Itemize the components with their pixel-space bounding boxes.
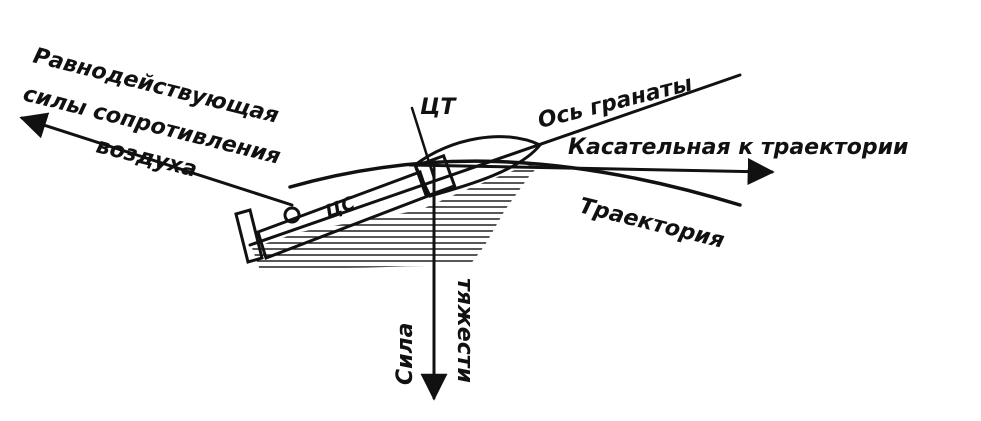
cg-vertical-line [410, 106, 436, 180]
grenade-axis-label: Ось гранаты [535, 71, 695, 134]
trajectory-label: Траектория [577, 194, 727, 254]
trajectory-curve [288, 159, 742, 207]
grenade-body [234, 135, 543, 264]
tangent-arrow [408, 158, 775, 186]
gravity-label-line2: тяжести [452, 278, 477, 383]
shadow-hatching [252, 160, 545, 270]
cg-label: ЦТ [420, 95, 457, 120]
grenade-axis-line [248, 73, 742, 247]
air-resistance-arrow [19, 112, 294, 207]
tangent-label: Касательная к траектории [568, 135, 908, 160]
gravity-label-line1: Сила [393, 322, 418, 385]
